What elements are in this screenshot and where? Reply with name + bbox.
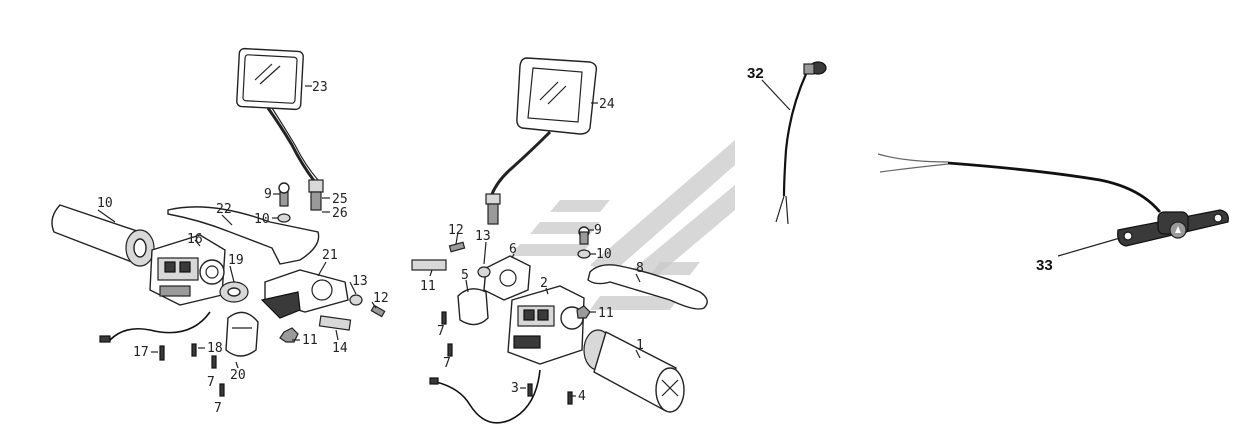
watermark-logo — [510, 140, 735, 310]
grip-left — [51, 204, 155, 267]
label-19: 19 — [228, 253, 244, 268]
clutch-lever-left — [167, 206, 320, 265]
throttle-grip-right — [583, 329, 685, 413]
leaders-middle — [429, 102, 641, 397]
label-5: 5 — [461, 268, 469, 283]
label-12-left: 12 — [373, 291, 389, 306]
label-8: 8 — [636, 261, 644, 276]
label-22: 22 — [216, 202, 232, 217]
hardware-middle — [411, 226, 591, 424]
label-11-left: 11 — [302, 333, 318, 348]
label-23: 23 — [312, 80, 328, 95]
leaders-left — [97, 85, 377, 369]
label-25: 25 — [332, 192, 348, 207]
label-16: 16 — [187, 232, 203, 247]
label-21: 21 — [322, 248, 338, 263]
label-13-left: 13 — [352, 274, 368, 289]
label-13-middle: 13 — [475, 229, 491, 244]
label-2: 2 — [540, 276, 548, 291]
switch-bracket-33 — [877, 153, 1229, 257]
label-10-middle: 10 — [596, 247, 612, 262]
button-switch-32 — [761, 61, 827, 225]
label-3: 3 — [511, 381, 519, 396]
label-7-middle-b: 7 — [443, 356, 451, 371]
label-15: 10 — [97, 196, 113, 211]
label-7-left-a: 7 — [207, 375, 215, 390]
label-11-middle: 11 — [598, 306, 614, 321]
label-9-left: 9 — [264, 187, 272, 202]
label-12-middle: 12 — [448, 223, 464, 238]
hardware-left — [99, 182, 386, 397]
label-7-left-b: 7 — [214, 401, 222, 416]
label-10-left-draw: 10 — [254, 212, 270, 227]
brake-lever-right — [587, 264, 708, 310]
label-33: 33 — [1036, 257, 1053, 274]
lever-bracket-left — [260, 269, 349, 319]
label-4: 4 — [578, 389, 586, 404]
switch-housing-left — [149, 234, 226, 306]
label-26: 26 — [332, 206, 348, 221]
label-1: 1 — [636, 338, 644, 353]
label-24: 24 — [599, 97, 615, 112]
label-6: 6 — [509, 242, 517, 257]
clamp-20 — [225, 311, 259, 357]
label-11-middle-top: 11 — [420, 279, 436, 294]
label-9-middle: 9 — [594, 223, 602, 238]
ring-19 — [219, 281, 249, 303]
mirror-left — [236, 47, 324, 211]
label-17: 17 — [133, 345, 149, 360]
clamp-5 — [457, 288, 489, 326]
mirror-right — [485, 57, 598, 225]
lever-bracket-right — [483, 255, 531, 301]
label-20: 20 — [230, 368, 246, 383]
label-18: 18 — [207, 341, 223, 356]
label-14: 14 — [332, 341, 348, 356]
label-7-middle-a: 7 — [437, 324, 445, 339]
switch-housing-right — [507, 285, 585, 365]
label-32: 32 — [747, 65, 764, 82]
